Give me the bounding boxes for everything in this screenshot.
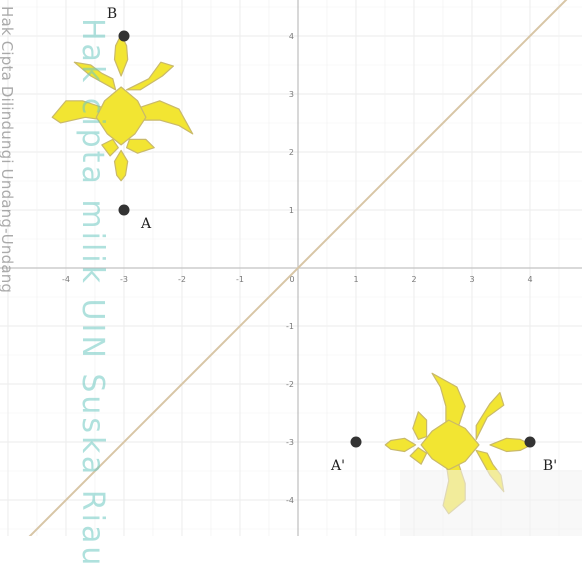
point-label: A [140,216,152,232]
x-tick-label: -1 [236,275,244,284]
y-tick-label: -2 [286,380,294,389]
mirror-line-y-equals-x [1,0,568,565]
point-label: B [107,6,117,22]
y-tick-label: 4 [289,32,294,41]
y-tick-label: -3 [286,438,294,447]
y-tick-label: 1 [289,206,294,215]
x-tick-label: -4 [62,275,70,284]
point-label: A' [330,458,345,474]
point-B-prime [524,436,536,448]
point-A [118,204,130,216]
y-tick-label: -1 [286,322,294,331]
watermark-left: Hak Cipta Dilindungi Undang-Undang [0,6,16,294]
motif-lower-leaf-left [409,447,428,465]
watermark-block [400,470,582,536]
motif-body [420,419,480,471]
original-motif [51,34,194,182]
x-tick-label: -2 [178,275,186,284]
x-tick-label: 2 [411,275,416,284]
point-A-prime [350,436,362,448]
motif-stem-bud [113,149,129,182]
motif-top-leaf-right [125,61,174,91]
y-tick-label: 2 [289,148,294,157]
y-tick-label: -4 [286,496,294,505]
motif-lower-leaf-left [101,138,119,157]
point-B [118,30,130,42]
motif-top-leaf-left [73,61,117,91]
x-tick-label: 1 [353,275,358,284]
motif-lower-leaf-right [125,138,155,154]
motif-lower-leaf-right [412,411,428,440]
x-tick-label: -3 [120,275,128,284]
x-tick-label: 3 [469,275,474,284]
x-tick-label: 4 [527,275,532,284]
watermark-right: Hak cipta milik UIN Suska Riau [75,18,110,568]
motif-stem-bud [384,437,417,453]
x-tick-label: 0 [289,275,294,284]
y-tick-label: 3 [289,90,294,99]
motif-top-leaf-right [475,392,505,440]
motif-body [95,86,147,146]
